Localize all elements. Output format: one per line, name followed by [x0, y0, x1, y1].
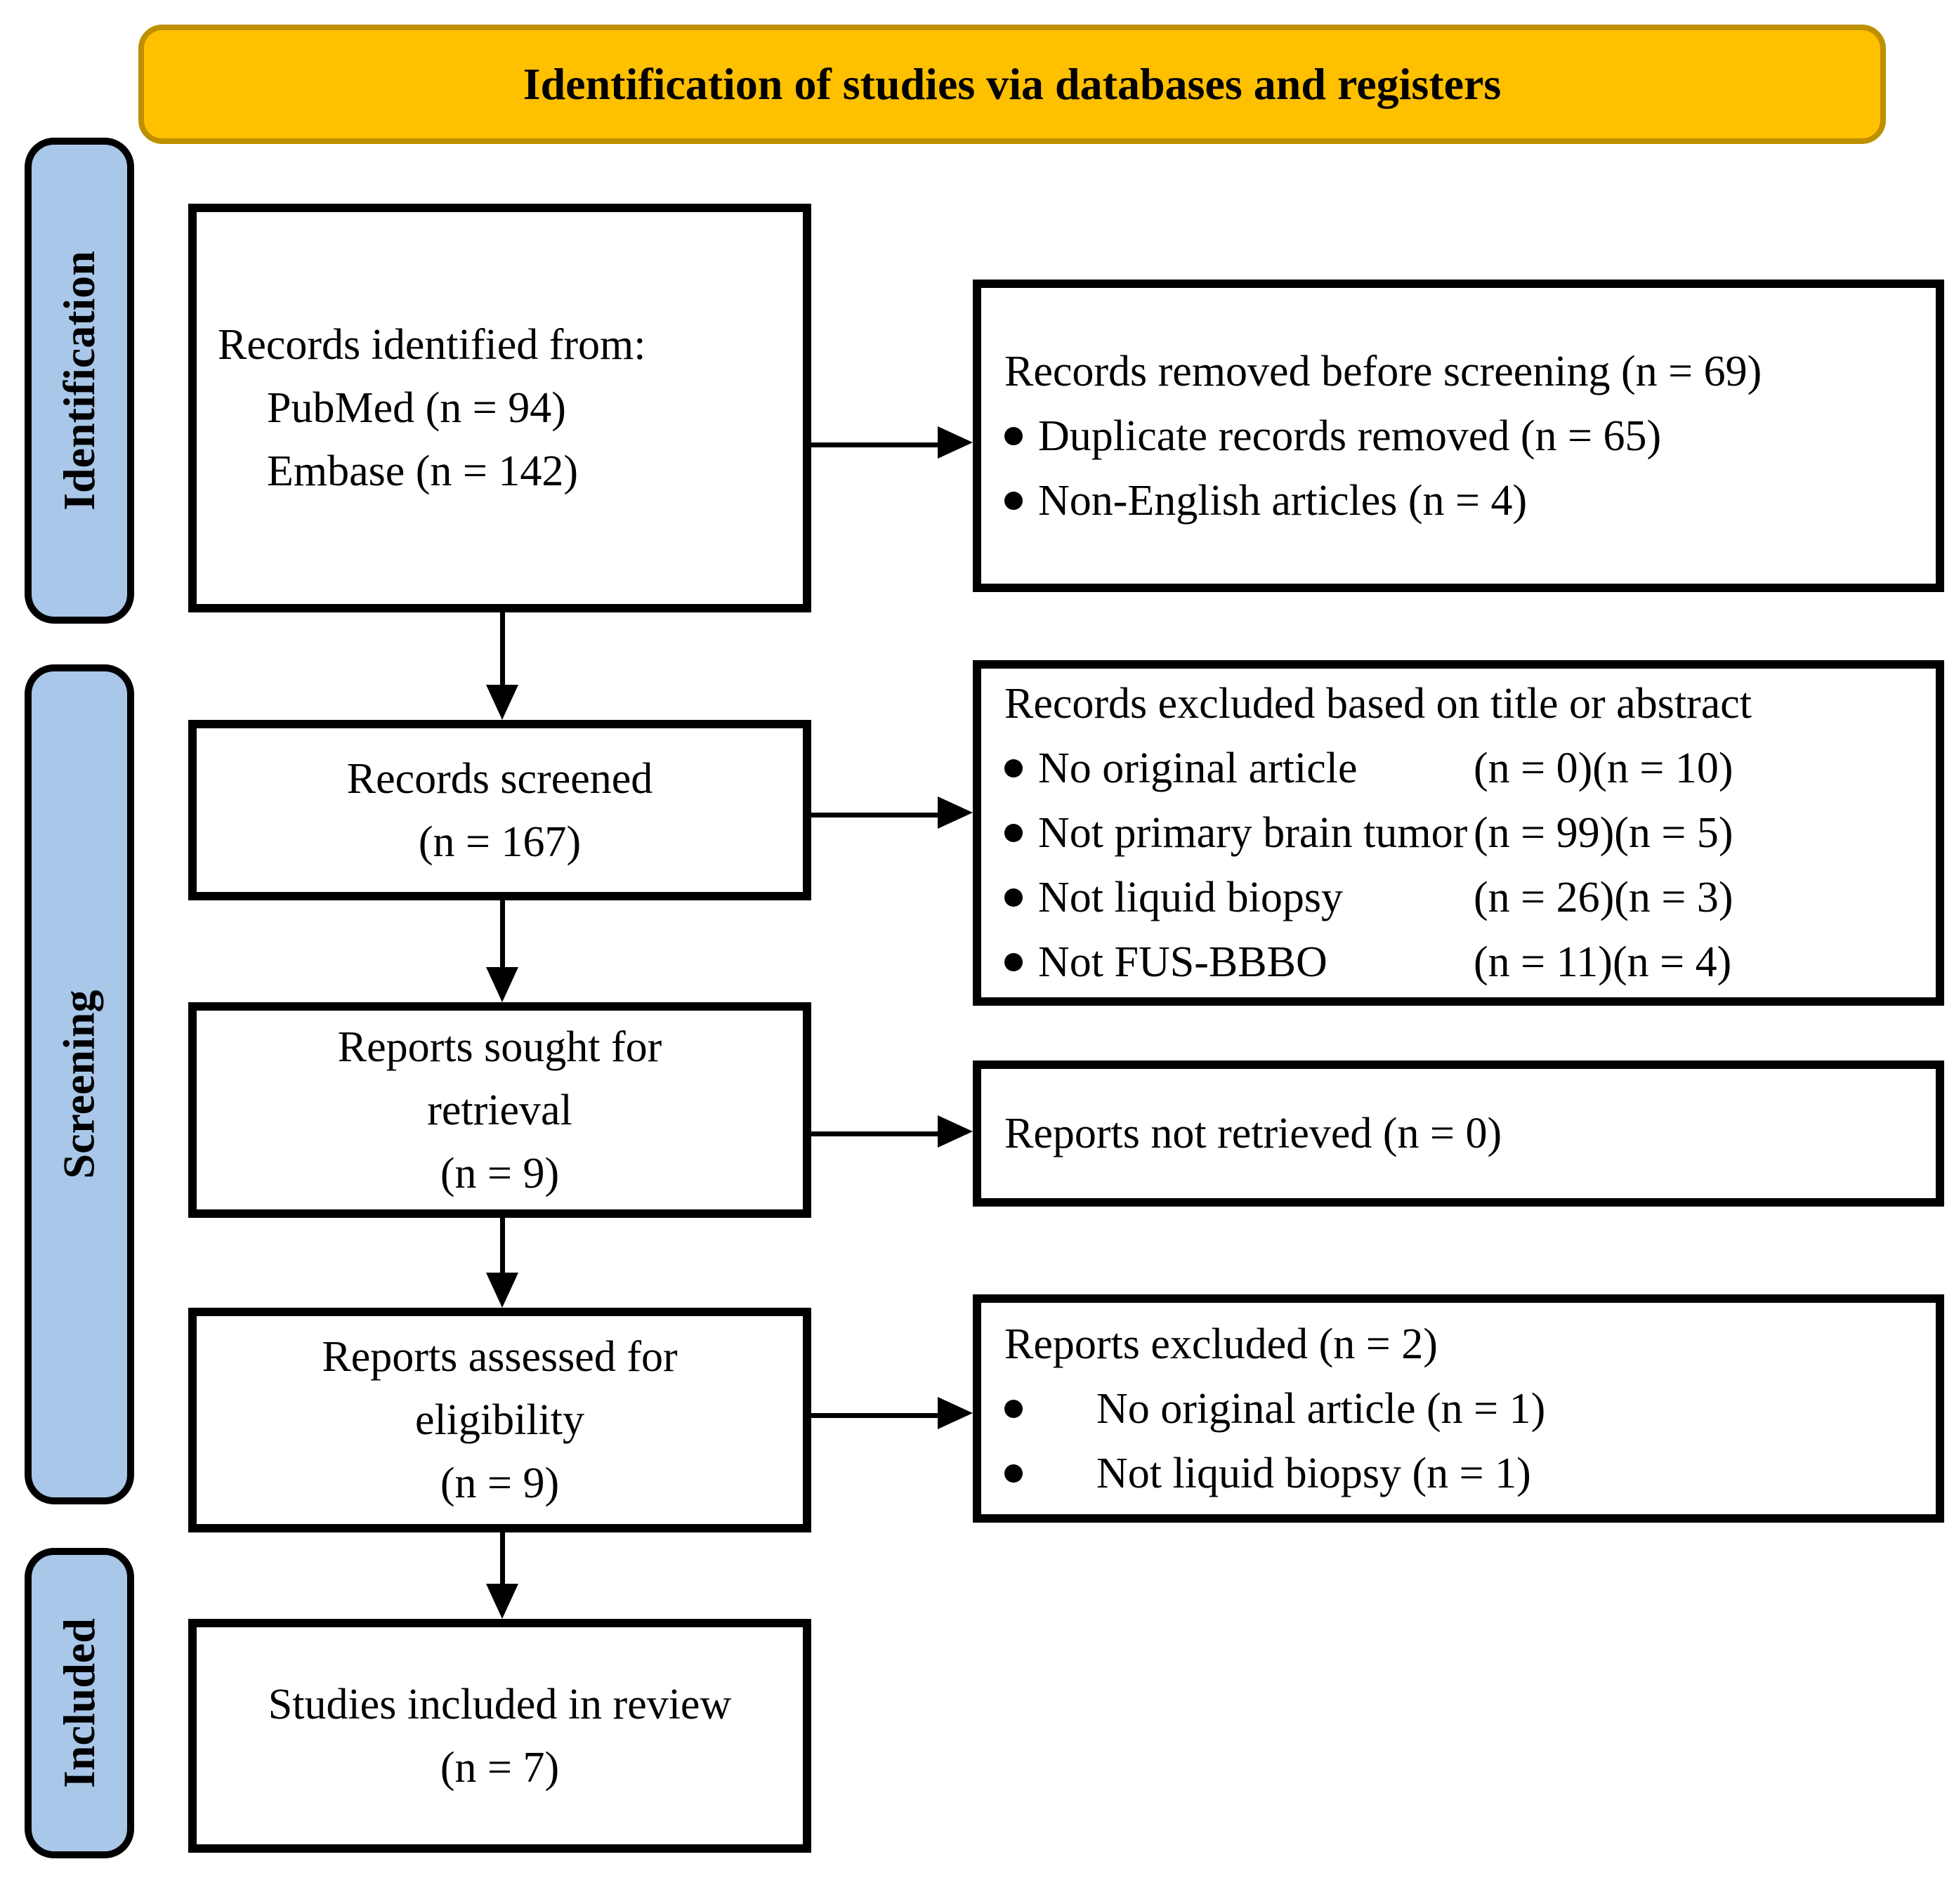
- arrowhead-down-icon: [486, 685, 518, 720]
- reports-sought-label-1: Reports sought for: [337, 1023, 662, 1071]
- bullet-icon: [1004, 888, 1023, 907]
- records-excluded-row: No original article (n = 0) (n = 10): [1004, 736, 1915, 801]
- reports-assessed-label-1: Reports assessed for: [322, 1333, 678, 1381]
- records-excluded-box: Records excluded based on title or abstr…: [973, 660, 1944, 1006]
- records-removed-bullet-1: Duplicate records removed (n = 65): [1004, 404, 1915, 468]
- records-screened-label: Records screened: [346, 754, 653, 803]
- reports-not-retrieved-title: Reports not retrieved (n = 0): [1004, 1110, 1502, 1157]
- reports-excluded-box: Reports excluded (n = 2) No original art…: [973, 1294, 1944, 1523]
- reports-excluded-bullet-2: Not liquid biopsy (n = 1): [1004, 1441, 1915, 1506]
- records-identified-embase: Embase (n = 142): [267, 447, 579, 495]
- studies-included-count: (n = 7): [440, 1743, 560, 1792]
- excluded-reason: Not liquid biopsy: [1038, 874, 1344, 921]
- stage-screening-label: Screening: [54, 990, 104, 1179]
- records-removed-bullet-2: Non-English articles (n = 4): [1004, 468, 1915, 533]
- excluded-count-2: (n = 3): [1614, 874, 1733, 921]
- records-removed-non-english: Non-English articles (n = 4): [1038, 476, 1528, 525]
- excluded-count-1: (n = 26): [1474, 874, 1615, 921]
- stage-identification-label: Identification: [54, 251, 104, 511]
- reports-not-retrieved-box: Reports not retrieved (n = 0): [973, 1061, 1944, 1207]
- excluded-count-1: (n = 0): [1474, 744, 1593, 792]
- records-excluded-row: Not FUS-BBBO (n = 11) (n = 4): [1004, 930, 1915, 994]
- arrowhead-down-icon: [486, 1273, 518, 1308]
- arrow-screened-to-excluded: [811, 813, 939, 818]
- bullet-icon: [1004, 491, 1023, 510]
- excluded-reason: No original article: [1038, 744, 1358, 792]
- records-screened-box: Records screened (n = 167): [188, 720, 811, 900]
- arrow-assessed-to-reports-excluded: [811, 1413, 939, 1418]
- arrowhead-down-icon: [486, 1584, 518, 1619]
- bullet-icon: [1004, 426, 1023, 445]
- reports-assessed-count: (n = 9): [440, 1459, 560, 1507]
- reports-assessed-label-2: eligibility: [414, 1396, 585, 1444]
- arrow-identified-to-screened: [500, 612, 505, 686]
- excluded-count-1: (n = 11): [1474, 938, 1613, 986]
- arrow-screened-to-sought: [500, 900, 505, 969]
- reports-assessed-box: Reports assessed for eligibility (n = 9): [188, 1308, 811, 1532]
- reports-excluded-no-original: No original article (n = 1): [1096, 1384, 1546, 1433]
- bullet-icon: [1004, 953, 1023, 971]
- excluded-count-2: (n = 10): [1592, 744, 1733, 792]
- reports-excluded-not-liquid: Not liquid biopsy (n = 1): [1096, 1449, 1531, 1497]
- arrow-sought-to-assessed: [500, 1218, 505, 1274]
- arrowhead-right-icon: [938, 1115, 973, 1148]
- records-excluded-row: Not primary brain tumor (n = 99) (n = 5): [1004, 801, 1915, 865]
- reports-sought-count: (n = 9): [440, 1149, 560, 1197]
- banner-title: Identification of studies via databases …: [523, 59, 1502, 109]
- records-excluded-row: Not liquid biopsy (n = 26) (n = 3): [1004, 865, 1915, 930]
- records-removed-duplicates: Duplicate records removed (n = 65): [1038, 412, 1662, 460]
- stage-included-label: Included: [54, 1618, 104, 1788]
- reports-sought-box: Reports sought for retrieval (n = 9): [188, 1002, 811, 1218]
- studies-included-box: Studies included in review (n = 7): [188, 1619, 811, 1853]
- arrowhead-right-icon: [938, 426, 973, 459]
- excluded-count-2: (n = 5): [1614, 809, 1733, 857]
- bullet-icon: [1004, 1464, 1023, 1483]
- arrow-assessed-to-included: [500, 1532, 505, 1585]
- stage-included: Included: [25, 1548, 134, 1858]
- bullet-icon: [1004, 1399, 1023, 1418]
- excluded-count-1: (n = 99): [1474, 809, 1615, 857]
- arrow-identified-to-removed: [811, 442, 939, 447]
- records-identified-line: Records identified from:: [218, 321, 646, 369]
- reports-sought-label-2: retrieval: [427, 1086, 572, 1134]
- arrowhead-down-icon: [486, 967, 518, 1002]
- studies-included-label: Studies included in review: [268, 1680, 732, 1728]
- records-removed-box: Records removed before screening (n = 69…: [973, 280, 1944, 592]
- arrowhead-right-icon: [938, 1397, 973, 1429]
- records-identified-box: Records identified from: PubMed (n = 94)…: [188, 204, 811, 612]
- records-identified-pubmed: PubMed (n = 94): [267, 384, 566, 432]
- stage-identification: Identification: [25, 138, 134, 624]
- records-screened-count: (n = 167): [418, 818, 582, 866]
- records-excluded-title: Records excluded based on title or abstr…: [1004, 680, 1752, 728]
- banner: Identification of studies via databases …: [138, 25, 1886, 144]
- bullet-icon: [1004, 824, 1023, 842]
- reports-excluded-bullet-1: No original article (n = 1): [1004, 1377, 1915, 1441]
- stage-screening: Screening: [25, 664, 134, 1504]
- excluded-count-2: (n = 4): [1612, 938, 1732, 986]
- bullet-icon: [1004, 759, 1023, 777]
- records-removed-title: Records removed before screening (n = 69…: [1004, 347, 1762, 395]
- arrow-sought-to-not-retrieved: [811, 1131, 939, 1136]
- excluded-reason: Not primary brain tumor: [1038, 809, 1468, 857]
- arrowhead-right-icon: [938, 796, 973, 829]
- excluded-reason: Not FUS-BBBO: [1038, 938, 1327, 986]
- reports-excluded-title: Reports excluded (n = 2): [1004, 1320, 1438, 1368]
